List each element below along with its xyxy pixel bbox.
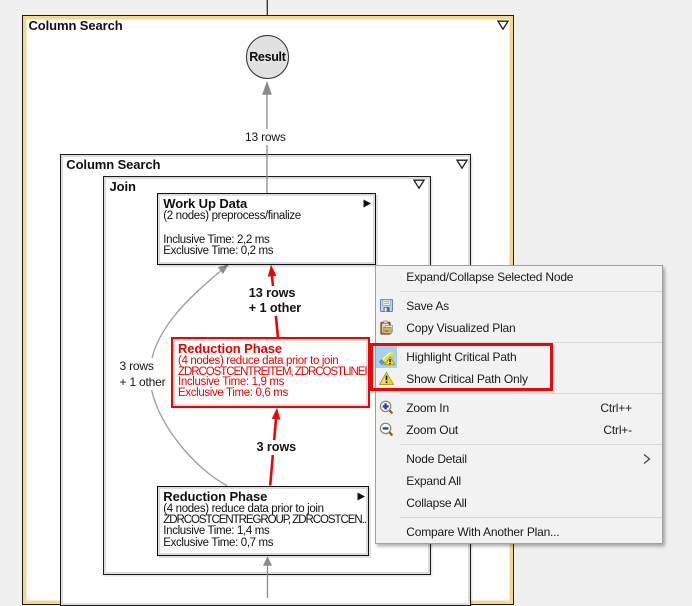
- arrowhead-red-upper: [267, 264, 277, 277]
- node-inclusive-time: Inclusive Time: 1,9 ms: [178, 376, 285, 389]
- node-desc: (2 nodes) preprocess/finalize: [163, 210, 301, 223]
- arrowhead-bypass: [218, 264, 229, 274]
- menu-item-save-as[interactable]: Save As: [376, 295, 663, 317]
- node-exclusive-time: Exclusive Time: 0,6 ms: [178, 387, 288, 400]
- menu-item-highlight-critical-path[interactable]: Highlight Critical Path: [376, 346, 663, 368]
- node-reduction-phase-upper[interactable]: Reduction Phase (4 nodes) reduce data pr…: [171, 337, 370, 409]
- result-node[interactable]: Result: [245, 35, 290, 79]
- arrowhead-red-lower: [271, 407, 281, 420]
- menu-item-expand-all[interactable]: Expand All: [406, 473, 462, 488]
- menu-item-collapse-all[interactable]: Collapse All: [406, 495, 467, 510]
- submenu-arrow-icon: [643, 453, 651, 464]
- node-title: Reduction Phase: [178, 340, 282, 356]
- warning-icon: [378, 371, 394, 386]
- menu-item-expand-collapse-selected-node[interactable]: Expand/Collapse Selected Node: [406, 269, 574, 284]
- menu-separator: [376, 288, 663, 295]
- menu-item-zoom-out[interactable]: Zoom Out Ctrl+-: [376, 419, 663, 441]
- menu-separator: [376, 390, 663, 397]
- arrowhead-result: [262, 80, 272, 95]
- menu-shortcut: Ctrl+-: [603, 422, 632, 437]
- menu-item-node-detail[interactable]: Node Detail: [376, 448, 663, 470]
- node-title: Reduction Phase: [163, 488, 268, 504]
- edge-label-workup-in: 13 rows + 1 other: [246, 286, 304, 316]
- join-box-title: Join: [109, 179, 136, 194]
- node-desc: (4 nodes) reduce data prior to join: [178, 354, 339, 367]
- edge-label-reduction-in: 3 rows: [254, 439, 299, 455]
- arrowhead-bottom: [263, 556, 272, 566]
- edge-label-result-rows: 13 rows: [243, 128, 288, 145]
- menu-separator: [376, 514, 663, 521]
- menu-item-show-critical-path-only[interactable]: Show Critical Path Only: [376, 368, 663, 390]
- expand-arrow-icon[interactable]: [363, 199, 372, 208]
- inner-box-title: Column Search: [66, 157, 161, 172]
- outer-box-title: Column Search: [28, 17, 123, 33]
- node-tables: ZDRCOSTCENTREITEM, ZDRCOSTLINEI: [178, 365, 368, 378]
- highlight-critical-path-icon: [376, 346, 398, 368]
- collapse-triangle-icon[interactable]: [412, 179, 425, 189]
- node-tables: ZDRCOSTCENTREGROUP, ZDRCOSTCEN..: [163, 514, 367, 527]
- collapse-triangle-icon[interactable]: [456, 159, 469, 169]
- node-exclusive-time: Exclusive Time: 0,7 ms: [163, 536, 274, 549]
- menu-shortcut: Ctrl++: [600, 400, 632, 415]
- menu-item-zoom-in[interactable]: Zoom In Ctrl++: [376, 397, 663, 419]
- critical-path-annotation-rect: [370, 342, 554, 392]
- menu-separator: [376, 339, 663, 346]
- menu-item-compare-with-another-plan[interactable]: Compare With Another Plan...: [406, 524, 560, 539]
- node-inclusive-time: Inclusive Time: 1,4 ms: [163, 525, 270, 538]
- menu-separator: [376, 441, 663, 448]
- zoom-out-icon: [379, 422, 393, 437]
- collapse-triangle-icon[interactable]: [497, 20, 509, 30]
- context-menu: Expand/Collapse Selected Node Save As Co…: [374, 264, 664, 544]
- node-title: Work Up Data: [163, 196, 248, 212]
- save-icon: [379, 299, 393, 313]
- node-desc: (4 nodes) reduce data prior to join: [163, 502, 324, 515]
- node-exclusive-time: Exclusive Time: 0,2 ms: [163, 245, 274, 258]
- copy-plan-icon: [380, 320, 393, 335]
- node-inclusive-time: Inclusive Time: 2,2 ms: [163, 234, 270, 247]
- result-label: Result: [249, 50, 286, 65]
- edge-label-bypass: 3 rows + 1 other: [117, 358, 168, 390]
- menu-item-copy-visualized-plan[interactable]: Copy Visualized Plan: [376, 317, 663, 339]
- expand-arrow-icon[interactable]: [357, 492, 365, 501]
- node-reduction-phase-lower[interactable]: Reduction Phase (4 nodes) reduce data pr…: [157, 485, 370, 556]
- node-work-up-data[interactable]: Work Up Data (2 nodes) preprocess/finali…: [157, 192, 376, 265]
- zoom-in-icon: [379, 400, 393, 415]
